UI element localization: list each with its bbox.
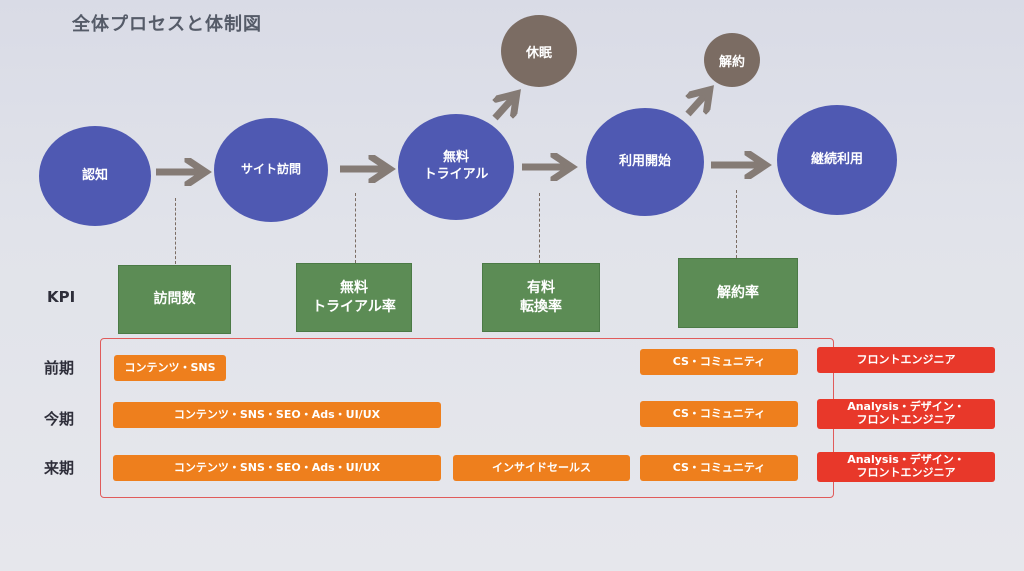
bar-previous-content: コンテンツ・SNS bbox=[114, 355, 226, 381]
connector-3 bbox=[539, 193, 540, 263]
stage-awareness: 認知 bbox=[39, 126, 151, 226]
kpi-label: KPI bbox=[47, 288, 76, 306]
row-label-next: 来期 bbox=[44, 459, 75, 477]
connector-2 bbox=[355, 193, 356, 263]
kpi-conversion-rate: 有料 転換率 bbox=[482, 263, 600, 332]
bar-current-content: コンテンツ・SNS・SEO・Ads・UI/UX bbox=[113, 402, 441, 428]
bar-next-engineer: Analysis・デザイン・ フロントエンジニア bbox=[817, 452, 995, 482]
row-label-previous: 前期 bbox=[44, 359, 75, 377]
kpi-trial-rate: 無料 トライアル率 bbox=[296, 263, 412, 332]
arrow-up-2 bbox=[688, 94, 706, 117]
row-label-current: 今期 bbox=[44, 410, 75, 428]
stage-continued-use: 継続利用 bbox=[777, 105, 897, 215]
stage-start-use: 利用開始 bbox=[586, 108, 704, 216]
bar-next-content: コンテンツ・SNS・SEO・Ads・UI/UX bbox=[113, 455, 441, 481]
kpi-visits: 訪問数 bbox=[118, 265, 231, 334]
bar-next-inside-sales: インサイドセールス bbox=[453, 455, 630, 481]
stage-site-visit: サイト訪問 bbox=[214, 118, 328, 222]
bar-current-engineer: Analysis・デザイン・ フロントエンジニア bbox=[817, 399, 995, 429]
arrow-up-1 bbox=[495, 98, 513, 121]
bar-next-cs: CS・コミュニティ bbox=[640, 455, 798, 481]
connector-1 bbox=[175, 198, 176, 264]
branch-cancel: 解約 bbox=[704, 33, 760, 87]
connector-4 bbox=[736, 190, 737, 258]
bar-previous-cs: CS・コミュニティ bbox=[640, 349, 798, 375]
kpi-churn-rate: 解約率 bbox=[678, 258, 798, 328]
stage-free-trial: 無料 トライアル bbox=[398, 114, 514, 220]
page-title: 全体プロセスと体制図 bbox=[72, 14, 262, 35]
bar-current-cs: CS・コミュニティ bbox=[640, 401, 798, 427]
branch-dormant: 休眠 bbox=[501, 15, 577, 87]
bar-previous-engineer: フロントエンジニア bbox=[817, 347, 995, 373]
